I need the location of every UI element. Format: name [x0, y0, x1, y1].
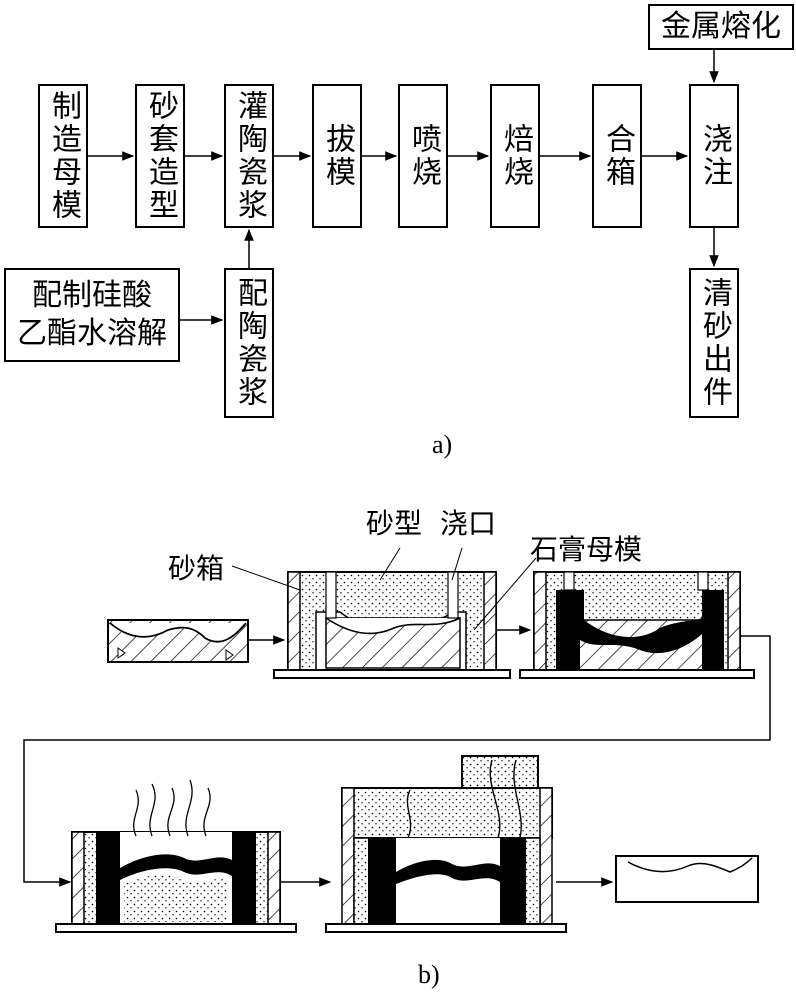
label-sand-mold: 砂型: [366, 507, 423, 540]
step-clean-sand-remove-casting: 清砂出件: [689, 268, 739, 418]
stage-master-pattern: [107, 619, 249, 663]
step-label: 合箱: [600, 123, 635, 189]
step-make-master-pattern: 制造母模: [38, 84, 88, 228]
flow-arrows: [88, 50, 719, 325]
step-label: 砂套造型: [143, 90, 178, 222]
step-prepare-ceramic-slurry: 配陶瓷浆: [224, 268, 274, 418]
step-close-flask: 合箱: [592, 84, 642, 228]
step-label: 清砂出件: [697, 277, 732, 409]
stage-close-and-pour: [325, 755, 567, 933]
step-label: 配陶瓷浆: [232, 277, 267, 409]
step-prepare-silicate-solution: 配制硅酸 乙酯水溶解: [4, 268, 180, 362]
step-label: 焙烧: [498, 123, 533, 189]
stage-ceramic-slurry: [519, 571, 755, 679]
step-roast: 焙烧: [490, 84, 540, 228]
label-gate: 浇口: [440, 507, 497, 540]
step-pour-ceramic-slurry: 灌陶瓷浆: [224, 84, 274, 228]
step-label: 拔模: [320, 123, 355, 189]
stage-sand-sleeve: [273, 571, 511, 679]
stage-finished-casting: [615, 855, 759, 903]
step-draw-pattern: 拔模: [312, 84, 362, 228]
step-label: 制造母模: [46, 90, 81, 222]
step-spray-burn: 喷烧: [398, 84, 448, 228]
subfigure-label-b: b): [418, 960, 440, 989]
step-metal-melting: 金属熔化: [648, 4, 794, 50]
label-plaster-master-pattern: 石膏母模: [530, 533, 643, 566]
stage-spray-burn: [55, 779, 297, 933]
step-sand-sleeve-molding: 砂套造型: [135, 84, 185, 228]
step-label: 喷烧: [406, 123, 441, 189]
step-label: 金属熔化: [661, 9, 781, 44]
subfigure-label-a: a): [432, 430, 453, 459]
step-pouring: 浇注: [689, 84, 739, 228]
step-label: 配制硅酸 乙酯水溶解: [17, 278, 167, 351]
smoke-icon: [133, 779, 211, 837]
step-label: 灌陶瓷浆: [232, 90, 267, 222]
step-label: 浇注: [697, 123, 732, 189]
label-sand-flask: 砂箱: [168, 552, 225, 585]
